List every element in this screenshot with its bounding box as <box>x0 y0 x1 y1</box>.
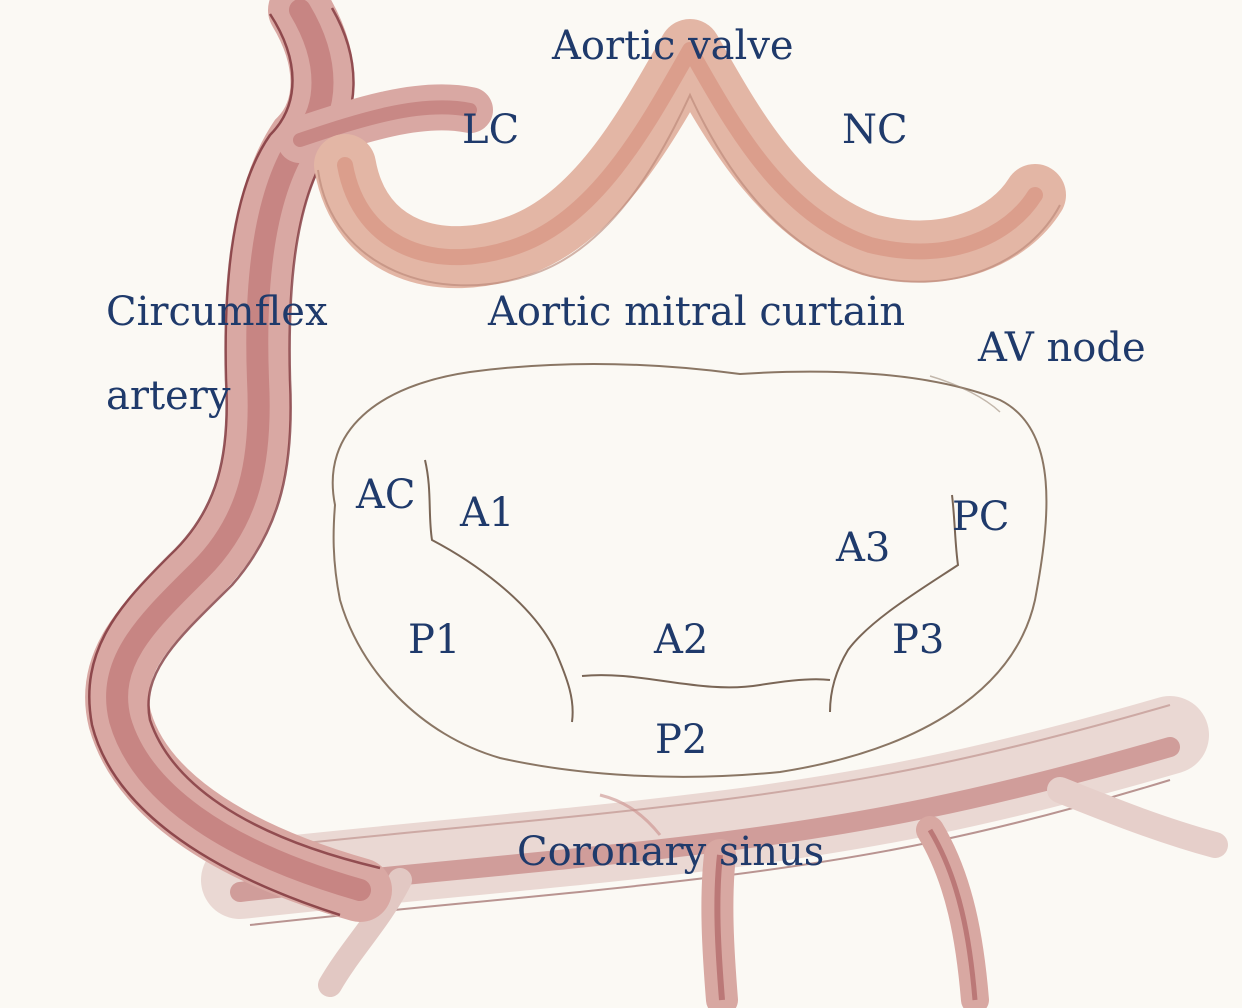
p1-scallop-label: P1 <box>408 620 460 660</box>
p3-scallop-label: P3 <box>892 620 944 660</box>
aortic-mitral-curtain-label: Aortic mitral curtain <box>488 292 905 332</box>
coronary-sinus-label: Coronary sinus <box>517 832 824 872</box>
a3-scallop-label: A3 <box>836 528 890 568</box>
circumflex-artery-label-line2: artery <box>106 376 230 416</box>
a1-scallop-label: A1 <box>460 493 514 533</box>
a2-scallop-label: A2 <box>654 620 708 660</box>
av-node-label: AV node <box>978 328 1146 368</box>
anterolateral-commissure-label: AC <box>356 475 416 515</box>
posteromedial-commissure-label: PC <box>952 497 1010 537</box>
p2-scallop-label: P2 <box>655 720 707 760</box>
left-coronary-cusp-label: LC <box>462 110 519 150</box>
aortic-valve-label: Aortic valve <box>552 26 794 66</box>
circumflex-artery-label-line1: Circumflex <box>106 292 328 332</box>
noncoronary-cusp-label: NC <box>842 110 908 150</box>
